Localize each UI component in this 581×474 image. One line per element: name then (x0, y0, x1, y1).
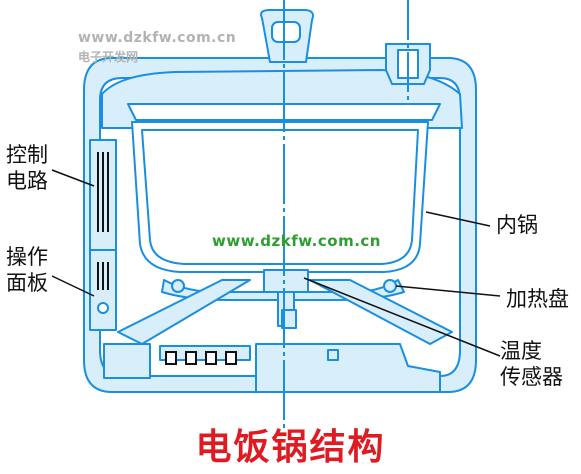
handle-grip (271, 21, 301, 43)
support-bracket (117, 279, 251, 345)
label-temp-sensor-line2: 传感器 (500, 365, 563, 389)
terminal-2 (185, 351, 197, 365)
terminal-1 (165, 351, 177, 365)
temperature-sensor (263, 269, 309, 293)
watermark-top-url: www.dzkfw.com.cn (78, 30, 237, 46)
label-control-circuit: 控制 电路 (6, 142, 48, 194)
inner-pot (131, 121, 429, 273)
label-operation-panel: 操作 面板 (6, 244, 48, 296)
panel-button (97, 302, 109, 314)
sensor-spring (281, 309, 297, 329)
label-operation-panel-line2: 面板 (6, 271, 48, 295)
watermark-center-url: www.dzkfw.com.cn (212, 232, 381, 250)
terminal-3 (205, 351, 217, 365)
base-floor (103, 343, 151, 379)
leader-heating-plate (395, 285, 501, 297)
inner-pot-wall (141, 129, 419, 265)
heating-plate-left-end (171, 279, 185, 293)
leader-inner-pot (425, 211, 491, 227)
terminal-4 (225, 351, 237, 365)
label-heating-plate: 加热盘 (506, 287, 569, 311)
diagram-title: 电饭锅结构 (195, 427, 386, 468)
support-bracket-right (309, 279, 453, 345)
heating-plate-right-end (383, 279, 397, 293)
leader-operation-panel (51, 275, 95, 297)
base-connector (327, 349, 339, 361)
label-temp-sensor-line1: 温度 (500, 339, 542, 363)
leader-control-circuit (51, 169, 95, 187)
label-control-circuit-line2: 电路 (6, 169, 48, 193)
label-operation-panel-line1: 操作 (6, 245, 48, 269)
label-control-circuit-line1: 控制 (6, 143, 48, 167)
watermark-top-cn: 电子开发网 (78, 50, 139, 64)
label-inner-pot: 内锅 (496, 213, 538, 237)
leader-temp-sensor (303, 277, 501, 357)
base-right-block (255, 343, 441, 393)
label-temp-sensor: 温度 传感器 (500, 338, 563, 390)
